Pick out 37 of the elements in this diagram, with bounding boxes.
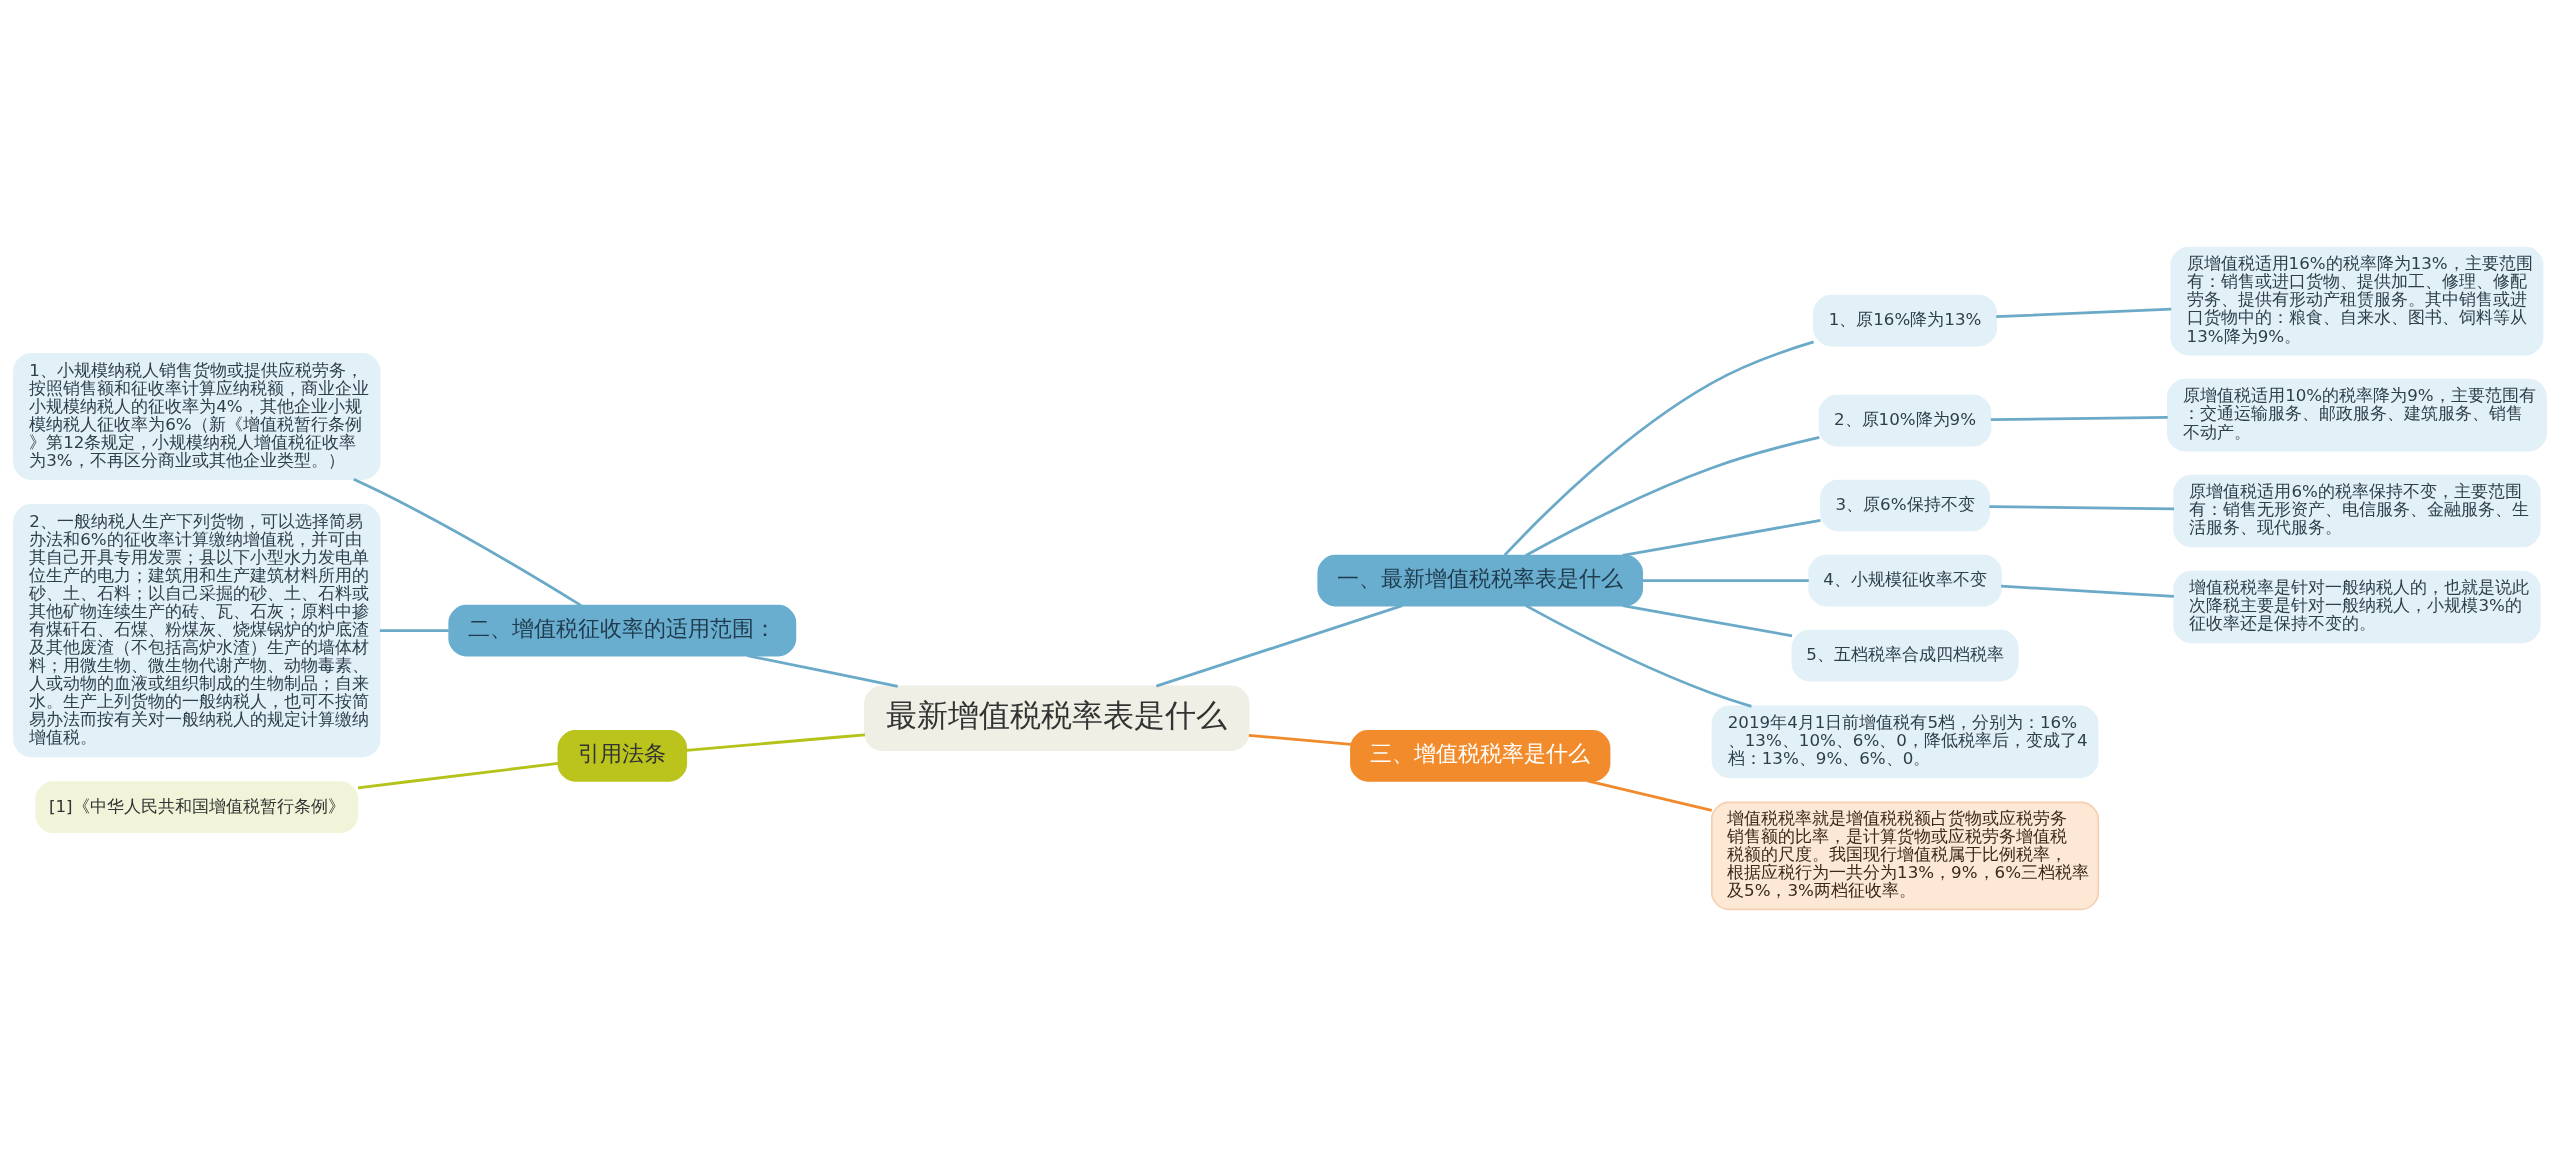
- connector: [1990, 416, 2168, 422]
- node-box: 4、小规模征收率不变: [1808, 554, 2002, 607]
- connector: [1525, 604, 1752, 708]
- node-box: 原增值税适用16%的税率降为13%，主要范围有：销售或进口货物、提供加工、修理、修配劳务、提供有形动产租赁服务。其中销售或进口货物中的：粮食、自来水、图书、饲料等从13%降为9%。: [2170, 246, 2544, 356]
- node-box: 原增值税适用6%的税率保持不变，主要范围有：销售无形资产、电信服务、金融服务、生活服务、现代服务。: [2173, 474, 2541, 548]
- node-box: 三、增值税税率是什么: [1350, 729, 1611, 782]
- node-box: 3、原6%保持不变: [1820, 479, 1990, 532]
- connector: [1155, 604, 1403, 688]
- node-box: [1]《中华人民共和国增值税暂行条例》: [35, 781, 359, 834]
- connector: [1622, 518, 1821, 557]
- connector: [1248, 733, 1351, 746]
- node-box: 二、增值税征收率的适用范围：: [448, 604, 797, 657]
- node-box: 1、原16%降为13%: [1813, 294, 1997, 347]
- connector: [1622, 604, 1793, 638]
- node-box: 2、原10%降为9%: [1818, 394, 1992, 447]
- connector: [357, 762, 559, 790]
- node-box: 增值税税率就是增值税税额占货物或应税劳务销售额的比率，是计算货物或应税劳务增值税税额的尺度。我国现行增值税属于比例税率，根据应税行为一共分为13%，9%，6%三档税率及5%，3%两档征收率。: [1710, 801, 2100, 911]
- connector: [1996, 307, 2172, 319]
- connector: [2001, 584, 2174, 598]
- connector: [747, 654, 899, 688]
- connector: [1503, 340, 1815, 557]
- node-box: 2019年4月1日前增值税有5档，分别为：16%、13%、10%、6%、0，降低税率后，变成了4档：13%、9%、6%、0。: [1711, 705, 2099, 779]
- node-box: 增值税税率是针对一般纳税人的，也就是说此次降税主要是针对一般纳税人，小规模3%的征收率还是保持不变的。: [2173, 570, 2541, 644]
- connector: [353, 478, 582, 607]
- node-box: 一、最新增值税税率表是什么: [1317, 554, 1644, 607]
- node-box: 2、一般纳税人生产下列货物，可以选择简易办法和6%的征收率计算缴纳增值税，并可由其自己开具专用发票；县以下小型水力发电单位生产的电力；建筑用和生产建筑材料所用的砂、土、石料；以自己采掘的砂、土、石料或其他矿物连续生产的砖、瓦、石灰；原料中掺有煤矸石、石煤、粉煤灰、烧煤锅炉的炉底渣及其他废渣（不包括高炉水渣）生产的墙体材料；用微生物、微生物代谢产物、动物毒素、人或动物的血液或组织制成的生物制品；自来水。生产上列货物的一般纳税人，也可不按简易办法而按有关对一般纳税人的规定计算缴纳增值税。: [13, 503, 381, 758]
- connector: [1587, 779, 1713, 812]
- node-box: 5、五档税率合成四档税率: [1791, 629, 2019, 682]
- node-box: 1、小规模纳税人销售货物或提供应税劳务，按照销售额和征收率计算应纳税额，商业企业小规模纳税人的征收率为4%，其他企业小规模纳税人征收率为6%（新《增值税暂行条例》第12条规定，小规模纳税人增值税征收率为3%，不再区分商业或其他企业类型。）: [13, 353, 381, 480]
- node-box: 最新增值税税率表是什么: [864, 685, 1250, 752]
- connector: [1989, 505, 2175, 511]
- connector: [1525, 436, 1820, 557]
- connector: [379, 629, 449, 633]
- connector: [686, 733, 866, 752]
- connector: [1642, 579, 1809, 582]
- node-box: 引用法条: [557, 729, 688, 782]
- node-box: 原增值税适用10%的税率降为9%，主要范围有：交通运输服务、邮政服务、建筑服务、销售不动产。: [2167, 378, 2547, 452]
